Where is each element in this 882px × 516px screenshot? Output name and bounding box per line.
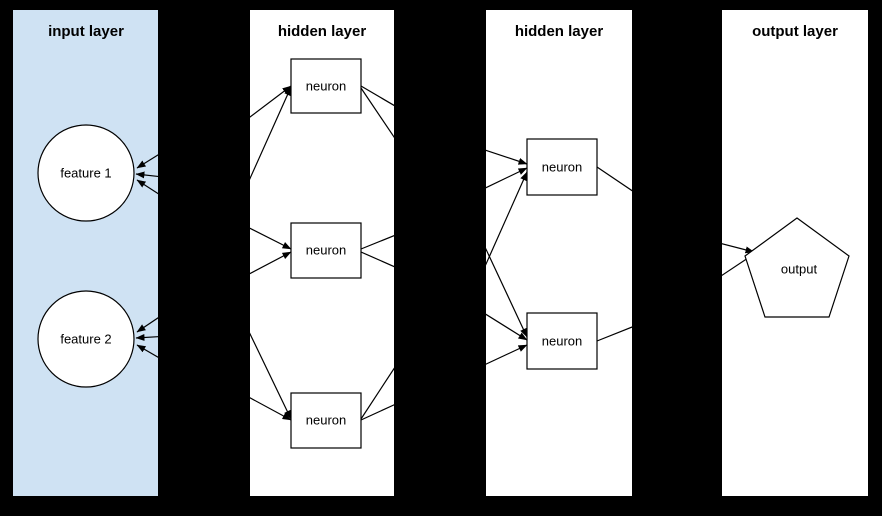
edge-h1n1-to-h2n2-stub bbox=[360, 87, 394, 139]
panel-hidden-layer-2[interactable] bbox=[486, 10, 632, 496]
edge-h1n2-to-h2n2-stub bbox=[360, 251, 394, 268]
h1-neuron-2-box[interactable] bbox=[290, 222, 362, 279]
panel-title-output-layer: output layer bbox=[752, 23, 838, 40]
edge-h2n1-to-output-stub bbox=[596, 166, 632, 192]
edge-h1n3-to-feature2 bbox=[136, 344, 158, 358]
edge-h1n1-to-feature1 bbox=[136, 154, 158, 169]
feature-1-circle[interactable] bbox=[37, 124, 135, 222]
feature-1-label: feature 1 bbox=[60, 165, 111, 180]
output-pentagon[interactable] bbox=[744, 217, 850, 318]
edge-h2n2-to-output-stub bbox=[596, 326, 632, 342]
node-h1-neuron-3[interactable]: neuron bbox=[290, 392, 362, 449]
edge-h1n1-to-h2n1-stub bbox=[360, 85, 394, 107]
panel-backgrounds bbox=[13, 10, 868, 496]
edge-h1n3-to-feature1 bbox=[136, 179, 158, 195]
node-output[interactable]: output bbox=[744, 217, 850, 318]
edge-h2n1-to-output bbox=[722, 243, 755, 254]
node-h2-neuron-2[interactable]: neuron bbox=[526, 312, 598, 370]
h1-neuron-1-label: neuron bbox=[306, 78, 346, 93]
panel-title-hidden-layer-2: hidden layer bbox=[515, 23, 604, 40]
feature-2-circle[interactable] bbox=[37, 290, 135, 388]
edge-feature2-to-h1n3 bbox=[250, 397, 292, 421]
h2-neuron-1-box[interactable] bbox=[526, 138, 598, 196]
edge-h1n1-to-feature2 bbox=[136, 317, 158, 333]
edge-feature1-to-h1n2 bbox=[250, 227, 292, 250]
edge-h1n2-to-h2n1 bbox=[486, 167, 528, 189]
node-h2-neuron-1[interactable]: neuron bbox=[526, 138, 598, 196]
edge-feature1-to-h1n1 bbox=[250, 85, 292, 118]
h1-neuron-3-label: neuron bbox=[306, 412, 346, 427]
edge-feature2-to-h1n1 bbox=[250, 86, 292, 180]
panel-title-hidden-layer-1: hidden layer bbox=[278, 23, 367, 40]
h2-neuron-2-box[interactable] bbox=[526, 312, 598, 370]
h1-neuron-1-box[interactable] bbox=[290, 58, 362, 114]
panel-titles: input layer hidden layer hidden layer ou… bbox=[48, 23, 838, 40]
edge-h1n1-to-h2n2 bbox=[486, 247, 528, 338]
edge-h1n2-to-feature1 bbox=[135, 171, 158, 179]
edge-h1n1-to-h2n1 bbox=[486, 149, 528, 165]
edge-h1n2-to-feature2 bbox=[135, 333, 158, 341]
edge-h1n2-to-h2n2 bbox=[486, 313, 528, 341]
edge-h1n3-to-h2n2 bbox=[486, 344, 528, 365]
node-feature-1[interactable]: feature 1 bbox=[37, 124, 135, 222]
panel-input-layer[interactable] bbox=[13, 10, 158, 496]
edge-feature1-to-h1n3 bbox=[250, 332, 292, 420]
feature-2-label: feature 2 bbox=[60, 331, 111, 346]
edge-h1n3-to-h2n2-stub bbox=[360, 404, 394, 421]
edges-hidden2-panel bbox=[486, 149, 632, 365]
edge-feature2-to-h1n2 bbox=[250, 251, 292, 275]
panel-title-input-layer: input layer bbox=[48, 23, 124, 40]
edge-h1n2-to-h2n1-stub bbox=[360, 235, 394, 250]
edge-h1n3-to-h2n1-stub bbox=[360, 367, 394, 420]
node-h1-neuron-2[interactable]: neuron bbox=[290, 222, 362, 279]
edges-hidden1-panel bbox=[250, 85, 394, 421]
edges-input-panel bbox=[135, 154, 158, 358]
h1-neuron-3-box[interactable] bbox=[290, 392, 362, 449]
h2-neuron-1-label: neuron bbox=[542, 159, 582, 174]
edges-output-panel bbox=[722, 243, 755, 277]
h1-neuron-2-label: neuron bbox=[306, 242, 346, 257]
output-label: output bbox=[781, 261, 818, 276]
edge-h2n2-to-output bbox=[722, 253, 755, 277]
node-feature-2[interactable]: feature 2 bbox=[37, 290, 135, 388]
node-h1-neuron-1[interactable]: neuron bbox=[290, 58, 362, 114]
h2-neuron-2-label: neuron bbox=[542, 333, 582, 348]
edge-h1n3-to-h2n1 bbox=[486, 171, 528, 266]
